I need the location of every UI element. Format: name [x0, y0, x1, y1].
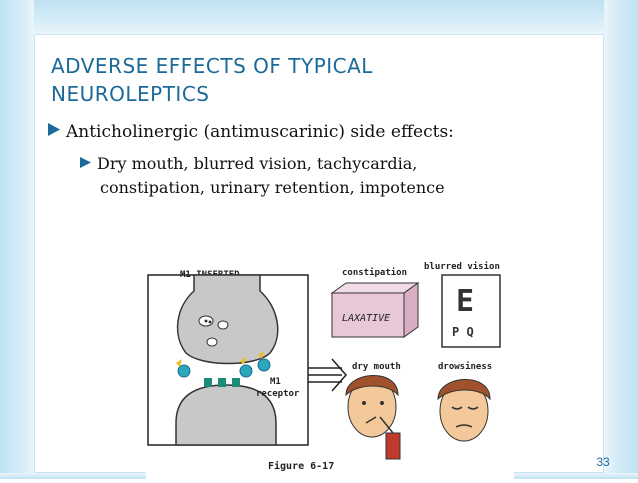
m1-receptor-shape — [232, 378, 240, 387]
m1-receptor-shape — [204, 378, 212, 387]
m1-receptor-label-line-1: M1 — [270, 377, 281, 387]
laxative-box-icon — [330, 282, 420, 338]
slide-title-line-1: ADVERSE EFFECTS OF TYPICAL — [51, 54, 373, 78]
m1-receptor-shape — [218, 378, 226, 387]
dry-mouth-label: dry mouth — [352, 362, 401, 372]
laxative-label: LAXATIVE — [342, 313, 390, 324]
slide-frame-left — [0, 0, 34, 479]
bullet-1-text: Anticholinergic (antimuscarinic) side ef… — [66, 122, 454, 142]
m1-receptor-label-line-2: receptor — [256, 389, 300, 399]
drowsiness-label: drowsiness — [438, 361, 492, 372]
presynaptic-neuron — [176, 274, 279, 365]
slide-title-line-2: NEUROLEPTICS — [51, 82, 210, 106]
bullet-arrow-icon — [80, 157, 91, 168]
effect-arrow-icon — [308, 358, 347, 392]
slide-title: ADVERSE EFFECTS OF TYPICAL NEUROLEPTICS — [51, 52, 471, 108]
drug-molecule-icon — [257, 358, 271, 372]
bullet-2-text-line-2: constipation, urinary retention, impoten… — [100, 178, 445, 197]
drowsy-face-icon — [437, 379, 491, 442]
bullet-anticholinergic: Anticholinergic (antimuscarinic) side ef… — [48, 120, 588, 144]
bullet-2-text-line-1: Dry mouth, blurred vision, tachycardia, — [97, 154, 418, 173]
drug-molecule-icon — [177, 364, 191, 378]
figure-caption: Figure 6-17 — [268, 460, 334, 472]
constipation-label: constipation — [342, 267, 407, 278]
blurred-vision-label: blurred vision — [424, 261, 500, 272]
bullet-side-effects-list: Dry mouth, blurred vision, tachycardia, … — [80, 152, 520, 200]
eye-chart-icon — [441, 274, 501, 348]
page-number: 33 — [596, 455, 610, 469]
drug-molecule-icon — [239, 364, 253, 378]
figure-illustration: M1 INSERTED M1 receptor — [147, 261, 501, 472]
vesicle — [217, 320, 229, 330]
bullet-arrow-icon — [48, 123, 60, 136]
postsynaptic-neuron — [175, 384, 277, 446]
dry-mouth-face-icon — [345, 375, 401, 460]
figure-6-17: M1 INSERTED M1 receptor — [146, 255, 514, 479]
vesicle — [206, 337, 218, 347]
slide-frame-top — [0, 0, 638, 34]
eye-chart-big-letter: E — [456, 284, 474, 319]
slide-frame-right — [604, 0, 638, 479]
eye-chart-small-letters: P Q — [452, 325, 474, 339]
